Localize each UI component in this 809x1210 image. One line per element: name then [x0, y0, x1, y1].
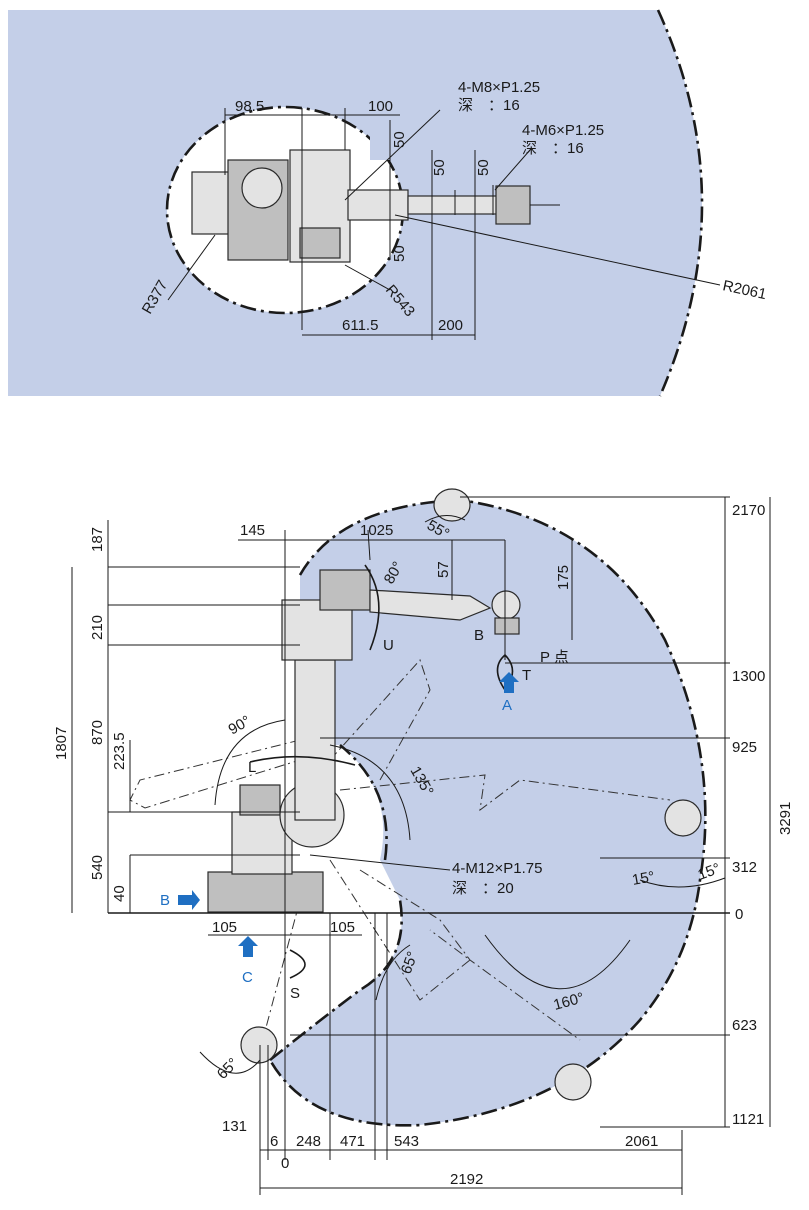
dim-210: 210	[89, 615, 106, 640]
bottom-dim-labels: 105 105 131 6 248 471 543 2061 0 2192	[212, 919, 658, 1188]
head-right	[664, 799, 702, 837]
top-dim-lines	[167, 108, 721, 340]
dim-105-left: 105	[212, 919, 237, 936]
axis-u: U	[383, 637, 394, 654]
axis-t: T	[522, 667, 531, 684]
height-1300: 1300	[732, 668, 765, 685]
robot-top-view	[191, 149, 560, 263]
base-thread-note: 4-M12×P1.75 深 ：20	[452, 860, 542, 897]
top-side-dim-labels: 145 1025 57 175	[240, 522, 572, 590]
height-1121: 1121	[732, 1111, 764, 1128]
dim-145: 145	[240, 522, 265, 539]
head-left-bottom	[240, 1026, 278, 1064]
inner-envelope-lower	[269, 899, 403, 1062]
dim-50-wrist-a: 50	[431, 159, 448, 176]
upper-arm-motor	[319, 569, 371, 611]
wrist	[495, 185, 531, 225]
outer-clearance-region	[658, 10, 808, 396]
dim-0: 0	[281, 1155, 289, 1172]
dim-50-lower: 50	[391, 245, 408, 262]
dim-223-5: 223.5	[111, 732, 128, 770]
view-label-a: A	[502, 697, 512, 714]
base-plate	[207, 871, 324, 913]
angle-15-right: 15°	[696, 860, 723, 884]
dim-870: 870	[89, 720, 106, 745]
dim-543: 543	[394, 1133, 419, 1150]
top-view: 98.5 100 50 50 50 50 611.5 200 R377 R543…	[8, 9, 808, 397]
dim-2192: 2192	[450, 1171, 483, 1188]
view-arrow-labels: A B C	[160, 697, 512, 986]
dim-1807: 1807	[53, 727, 70, 760]
dim-50-wrist-b: 50	[475, 159, 492, 176]
work-envelope	[270, 500, 706, 1126]
turret-lower	[299, 227, 341, 259]
thread-note-m6: 4-M6×P1.25	[522, 122, 604, 139]
height-623: 623	[732, 1017, 757, 1034]
forearm-side	[369, 589, 492, 621]
flange-side	[494, 617, 520, 635]
dim-175: 175	[555, 565, 572, 590]
view-label-b: B	[160, 892, 170, 909]
motor-housing	[241, 167, 283, 209]
dim-187: 187	[89, 527, 106, 552]
wrist-side	[491, 590, 521, 620]
height-2170: 2170	[732, 502, 765, 519]
axis-b: B	[474, 627, 484, 644]
angle-15-left: 15°	[631, 868, 656, 889]
point-p: P 点	[540, 649, 569, 666]
side-dim-lines	[71, 496, 771, 1195]
lower-arm	[294, 659, 336, 821]
dim-40: 40	[111, 885, 128, 902]
depth-note-m6: 深 ：16	[522, 140, 584, 157]
right-dim-labels: 2170 1300 925 312 0 623 1121 3291	[732, 502, 794, 1128]
height-3291: 3291	[777, 802, 794, 835]
thread-note-m8: 4-M8×P1.25	[458, 79, 540, 96]
robot-side-view	[207, 569, 521, 913]
thread-note-m12: 4-M12×P1.75	[452, 860, 542, 877]
forearm	[407, 195, 499, 215]
depth-note-m8: 深 ：16	[458, 97, 520, 114]
max-reach-arc	[656, 9, 704, 397]
dim-105-right: 105	[330, 919, 355, 936]
dim-471: 471	[340, 1133, 365, 1150]
base-motor-cap	[239, 784, 281, 816]
upper-arm	[347, 189, 409, 221]
depth-note-m12: 深 ：20	[452, 880, 514, 897]
dim-2061: 2061	[625, 1133, 658, 1150]
dim-50-upper: 50	[391, 131, 408, 148]
dim-98-5: 98.5	[235, 98, 264, 115]
side-view: 187 210 870 1807 223.5 540 40 145 1025 5…	[53, 488, 794, 1195]
view-label-c: C	[242, 969, 253, 986]
angle-65-left: 65°	[214, 1055, 242, 1083]
dim-6: 6	[270, 1133, 278, 1150]
height-0: 0	[735, 906, 743, 923]
view-arrow-b	[178, 890, 200, 910]
angle-65-mid: 65°	[398, 949, 422, 976]
view-arrow-c	[238, 936, 258, 957]
dim-611-5: 611.5	[342, 317, 378, 334]
height-925: 925	[732, 739, 757, 756]
view-arrows	[178, 672, 519, 957]
angle-90: 90°	[226, 712, 254, 738]
dim-131: 131	[222, 1118, 247, 1135]
dim-540: 540	[89, 855, 106, 880]
axis-labels: U L B T S P 点	[248, 627, 569, 1002]
left-dim-labels: 187 210 870 1807 223.5 540 40	[53, 527, 128, 902]
base-rear-block	[191, 171, 233, 235]
height-312: 312	[732, 859, 757, 876]
head-bottom	[554, 1063, 592, 1101]
dim-57: 57	[435, 561, 452, 578]
axis-l: L	[248, 759, 256, 776]
dim-100: 100	[368, 98, 393, 115]
dim-248: 248	[296, 1133, 321, 1150]
dim-200: 200	[438, 317, 463, 334]
view-arrow-a	[499, 672, 519, 693]
inner-envelope-upper	[339, 743, 388, 861]
dim-1025: 1025	[360, 522, 393, 539]
axis-s: S	[290, 985, 300, 1002]
note-mask	[370, 120, 392, 160]
